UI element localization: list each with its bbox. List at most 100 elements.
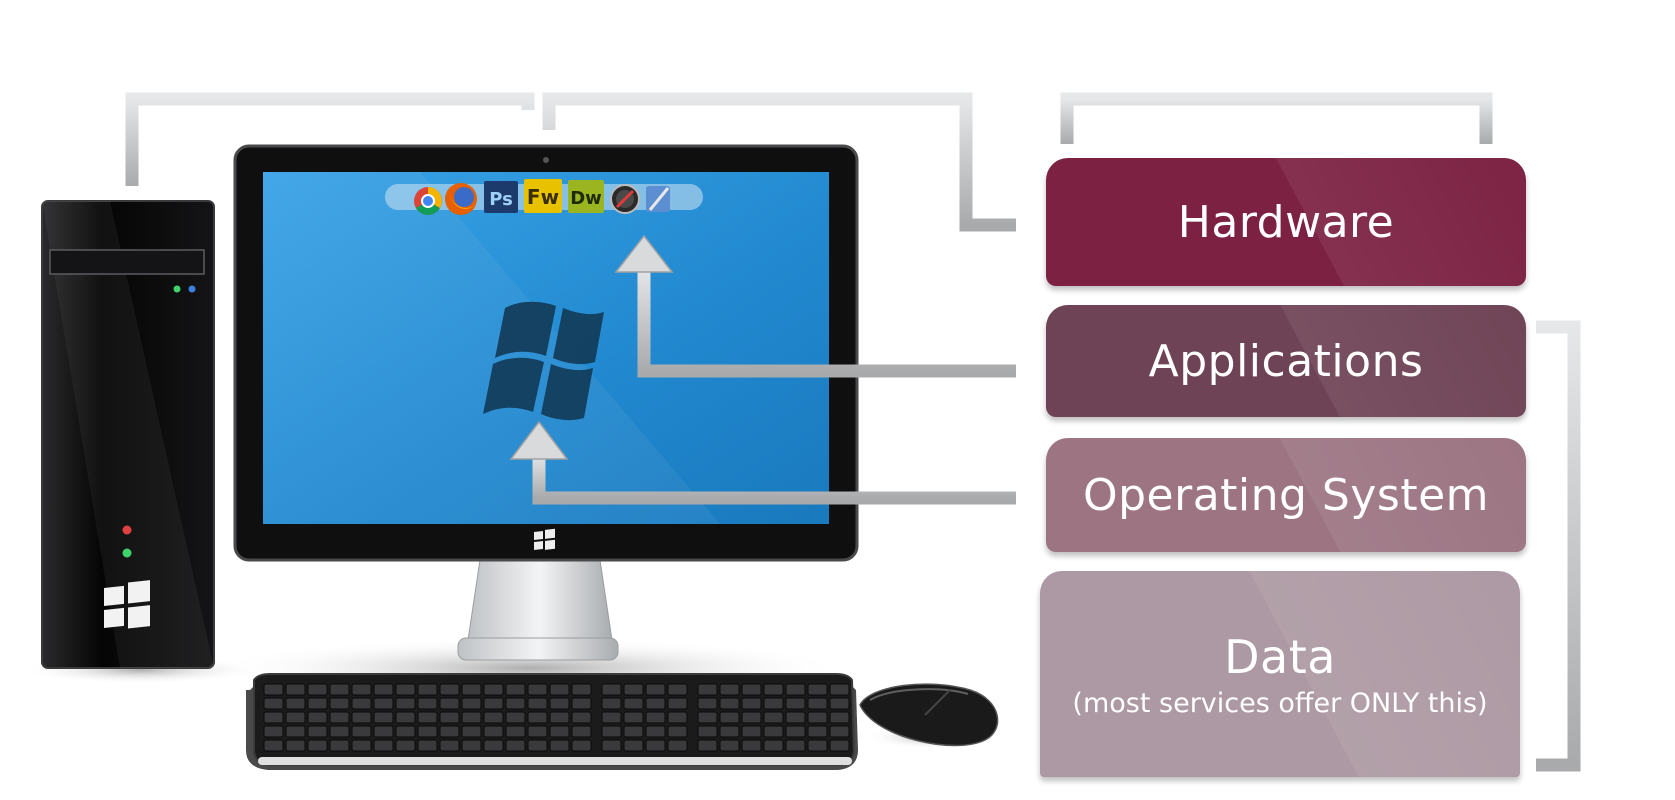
- keyboard-key: [785, 697, 806, 710]
- keyboard-key: [351, 711, 372, 724]
- keyboard-key: [307, 711, 328, 724]
- keyboard-key: [417, 739, 438, 752]
- keyboard-key: [417, 683, 438, 696]
- keyboard-key: [285, 683, 306, 696]
- keyboard-key: [329, 725, 350, 738]
- keyboard-key: [527, 711, 548, 724]
- keyboard-key: [807, 739, 828, 752]
- xcode-icon: [646, 186, 670, 212]
- side-bracket: [1536, 320, 1581, 772]
- keyboard-key: [763, 725, 784, 738]
- arrow-to-applications: [614, 234, 1016, 378]
- keyboard-key: [807, 697, 828, 710]
- keyboard-key: [697, 725, 718, 738]
- keyboard-key: [645, 711, 666, 724]
- keyboard-key: [263, 683, 284, 696]
- layer-hardware-label: Hardware: [1177, 196, 1395, 248]
- keyboard-key: [667, 697, 688, 710]
- photoshop-icon: Ps: [484, 181, 518, 213]
- keyboard-key: [263, 739, 284, 752]
- app-dock: Ps Fw Dw: [414, 179, 670, 215]
- keyboard-key: [549, 683, 570, 696]
- keyboard-key: [263, 725, 284, 738]
- layer-data: Data (most services offer ONLY this): [1040, 571, 1520, 777]
- keyboard-key: [307, 739, 328, 752]
- keyboard-key: [807, 683, 828, 696]
- keyboard-key: [807, 711, 828, 724]
- keyboard-key: [697, 739, 718, 752]
- keyboard-key: [329, 711, 350, 724]
- keyboard-key: [439, 725, 460, 738]
- keyboard-key: [527, 697, 548, 710]
- keyboard-key: [645, 725, 666, 738]
- keyboard-key: [697, 683, 718, 696]
- keyboard-key: [623, 725, 644, 738]
- keyboard-key: [373, 711, 394, 724]
- keyboard-key: [483, 683, 504, 696]
- keyboard-key: [483, 711, 504, 724]
- keyboard-key: [505, 711, 526, 724]
- keyboard-key: [395, 697, 416, 710]
- keyboard-key: [527, 725, 548, 738]
- pc-tower: [20, 200, 260, 684]
- keyboard-key: [763, 711, 784, 724]
- windows-logo-icon: [104, 580, 150, 629]
- keyboard-key: [307, 697, 328, 710]
- keyboard-key: [417, 711, 438, 724]
- keyboard-key: [417, 725, 438, 738]
- desktop-windows-logo-icon: [483, 301, 604, 421]
- keyboard-key: [741, 725, 762, 738]
- keyboard-key: [439, 711, 460, 724]
- keyboard-key: [785, 725, 806, 738]
- chrome-icon: [414, 187, 442, 215]
- keyboard-key: [373, 739, 394, 752]
- keyboard-key: [785, 683, 806, 696]
- keyboard-key: [667, 683, 688, 696]
- keyboard-key: [395, 739, 416, 752]
- keyboard-key: [645, 739, 666, 752]
- keyboard-key: [719, 725, 740, 738]
- keyboard-key: [623, 683, 644, 696]
- keyboard-key: [329, 683, 350, 696]
- mouse: [859, 683, 999, 749]
- keyboard-key: [395, 711, 416, 724]
- keyboard-key: [667, 739, 688, 752]
- keyboard-key: [763, 683, 784, 696]
- keyboard-key: [505, 739, 526, 752]
- keyboard-key: [741, 711, 762, 724]
- keyboard-key: [549, 739, 570, 752]
- keyboard-key: [351, 683, 372, 696]
- firefox-icon: [445, 183, 477, 215]
- keyboard-key: [329, 739, 350, 752]
- keyboard-key: [329, 697, 350, 710]
- monitor: Ps Fw Dw: [210, 144, 859, 698]
- keyboard-key: [527, 683, 548, 696]
- bezel-windows-logo-icon: [534, 528, 555, 550]
- keyboard-key: [807, 725, 828, 738]
- layer-data-note: (most services offer ONLY this): [1072, 687, 1488, 719]
- keyboard-key: [829, 739, 850, 752]
- keyboard-key: [571, 711, 592, 724]
- keyboard-key: [373, 683, 394, 696]
- keyboard-key: [505, 683, 526, 696]
- keyboard-key: [461, 683, 482, 696]
- keyboard-key: [461, 711, 482, 724]
- svg-text:Dw: Dw: [570, 188, 602, 209]
- keyboard-key: [527, 739, 548, 752]
- keyboard-key: [697, 711, 718, 724]
- keyboard-key: [601, 739, 622, 752]
- keyboard-key: [719, 739, 740, 752]
- layer-hardware: Hardware: [1046, 158, 1526, 286]
- keyboard-key: [351, 697, 372, 710]
- keyboard-key: [571, 725, 592, 738]
- svg-text:Ps: Ps: [489, 189, 513, 210]
- keyboard-key: [285, 711, 306, 724]
- keyboard-key: [719, 683, 740, 696]
- keyboard-key: [719, 697, 740, 710]
- keyboard-key: [601, 725, 622, 738]
- keyboard-key: [285, 725, 306, 738]
- keyboard-key: [263, 711, 284, 724]
- keyboard-key: [351, 725, 372, 738]
- keyboard-key: [373, 725, 394, 738]
